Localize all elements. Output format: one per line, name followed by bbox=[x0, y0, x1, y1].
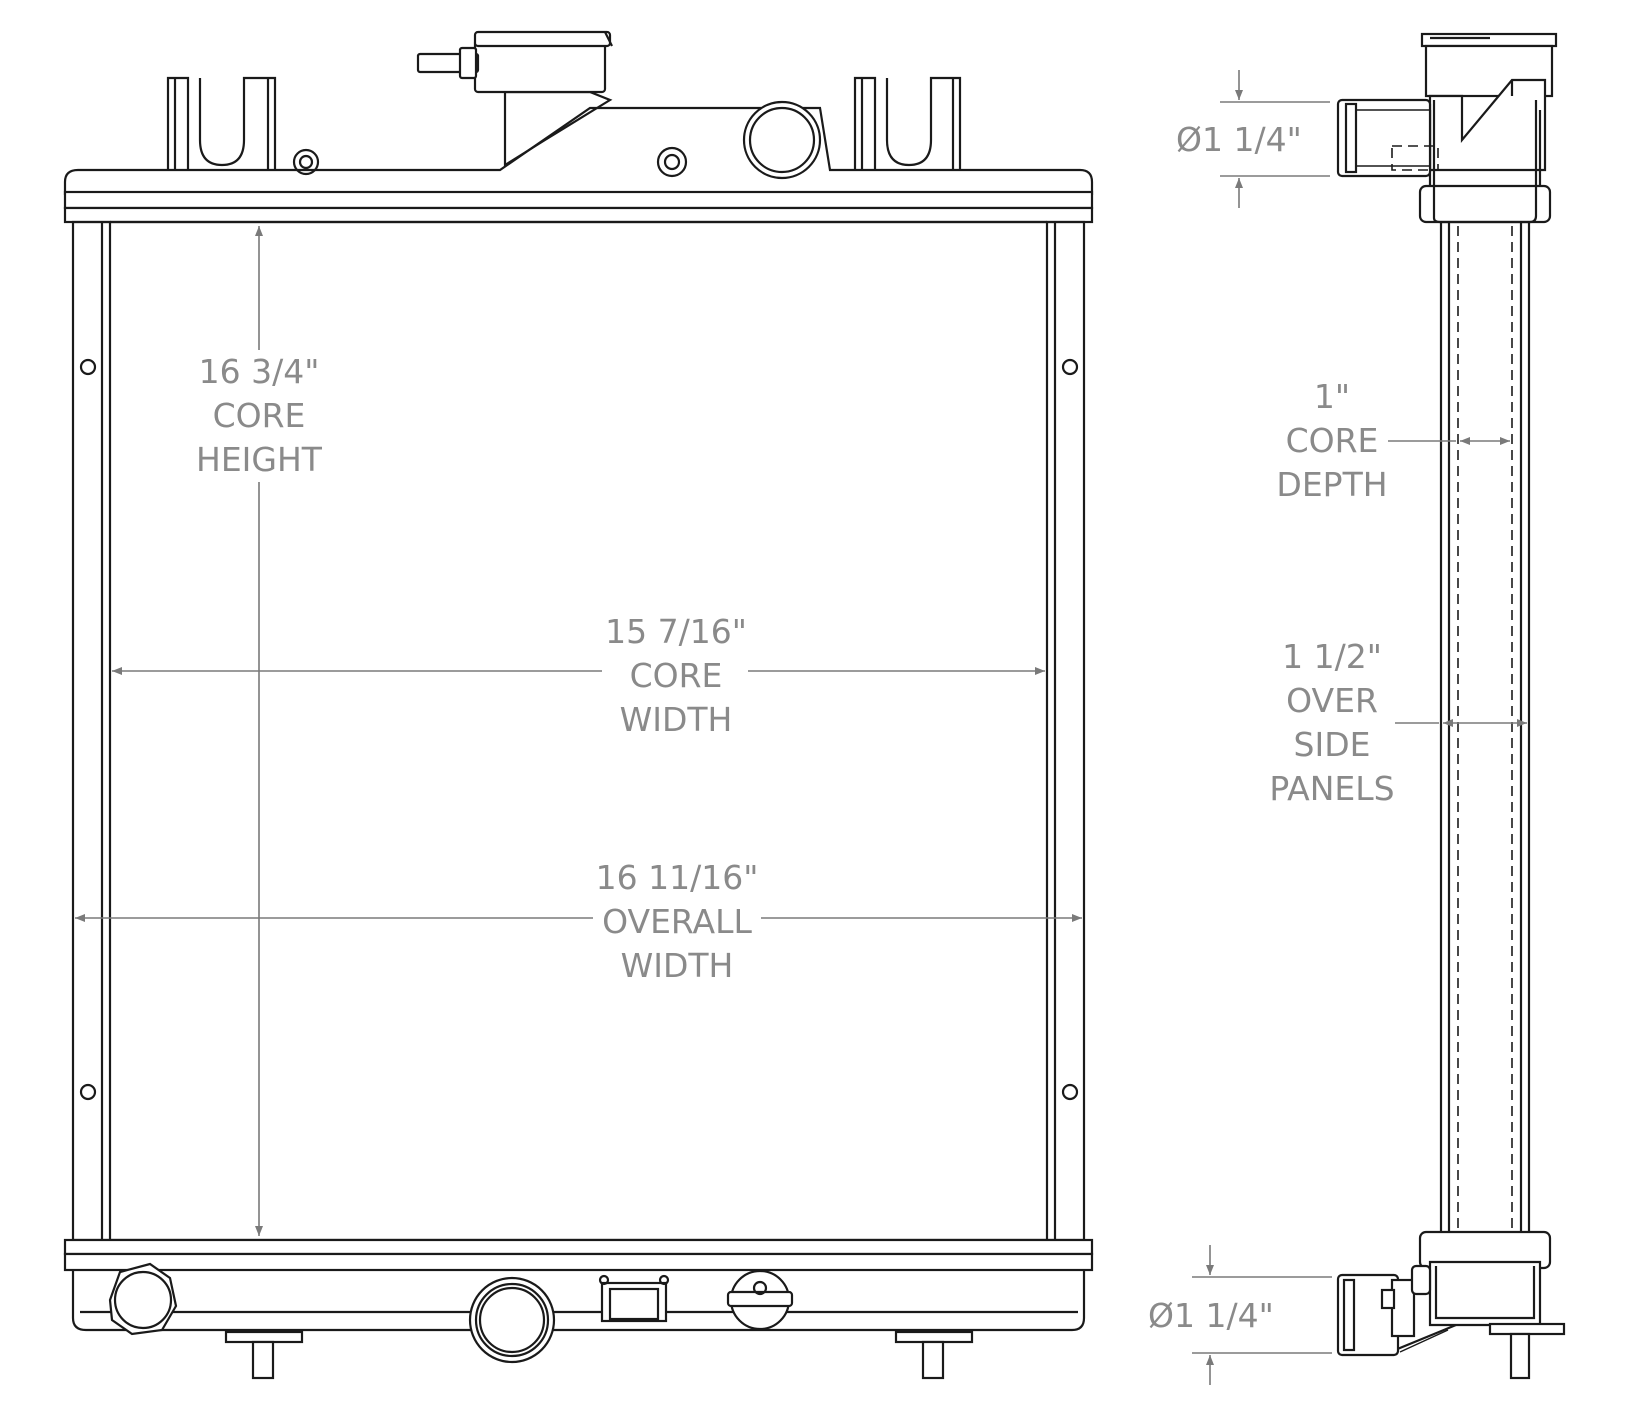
outlet-diameter-label: Ø1 1/4" bbox=[1148, 1296, 1274, 1335]
over-side-panels-label-line2: SIDE bbox=[1294, 725, 1371, 764]
core-depth-label-line2: DEPTH bbox=[1276, 465, 1387, 504]
filler-neck bbox=[416, 30, 613, 167]
top-bracket-left bbox=[166, 76, 277, 170]
top-tank-bolt-hole-center bbox=[656, 146, 688, 178]
core-width-label-line2: WIDTH bbox=[620, 700, 733, 739]
side-core bbox=[1439, 222, 1531, 1240]
drain-plug bbox=[108, 1262, 178, 1336]
side-panel-hole bbox=[79, 358, 97, 376]
side-bottom-tank bbox=[1394, 1230, 1552, 1353]
side-top-tank bbox=[1418, 78, 1552, 224]
top-inlet-pipe bbox=[742, 100, 822, 180]
side-mounting-pin bbox=[1488, 1322, 1566, 1380]
mounting-pin-right bbox=[894, 1330, 974, 1380]
core-depth-value: 1" bbox=[1314, 377, 1350, 416]
core-width-value: 15 7/16" bbox=[605, 612, 747, 651]
side-panel-hole bbox=[1061, 1083, 1079, 1101]
core-width-label-line1: CORE bbox=[630, 656, 723, 695]
side-inlet-pipe bbox=[1336, 98, 1439, 178]
overall-width-label-line1: OVERALL bbox=[602, 902, 752, 941]
dim-over-side-panels: 1 1/2" OVER SIDE PANELS bbox=[1269, 637, 1527, 808]
top-bracket-right bbox=[853, 76, 962, 170]
inlet-diameter-label: Ø1 1/4" bbox=[1176, 120, 1302, 159]
over-side-panels-value: 1 1/2" bbox=[1282, 637, 1382, 676]
dim-core-height: 16 3/4" CORE HEIGHT bbox=[190, 226, 328, 1236]
dim-outlet-diameter: Ø1 1/4" bbox=[1142, 1245, 1332, 1385]
dim-overall-width: 16 11/16" OVERALL WIDTH bbox=[75, 856, 1082, 988]
over-side-panels-label-line1: OVER bbox=[1286, 681, 1378, 720]
overall-width-label-line2: WIDTH bbox=[621, 946, 734, 985]
overall-width-value: 16 11/16" bbox=[596, 858, 759, 897]
top-tank-bolt-hole-left bbox=[292, 148, 320, 176]
core-height-label-line2: HEIGHT bbox=[196, 440, 323, 479]
sensor-port bbox=[598, 1274, 670, 1323]
dim-core-width: 15 7/16" CORE WIDTH bbox=[112, 610, 1045, 742]
front-view: 16 3/4" CORE HEIGHT 15 7/16" CORE WIDTH … bbox=[63, 30, 1094, 1380]
core-height-value: 16 3/4" bbox=[199, 352, 320, 391]
core-height-label-line1: CORE bbox=[213, 396, 306, 435]
side-view: Ø1 1/4" 1" CORE DEPTH 1 1/2" OVER SIDE P… bbox=[1142, 32, 1566, 1385]
side-panel-hole bbox=[1061, 358, 1079, 376]
over-side-panels-label-line3: PANELS bbox=[1269, 769, 1394, 808]
top-tank bbox=[63, 30, 1094, 224]
petcock bbox=[726, 1269, 794, 1331]
mounting-pin-left bbox=[224, 1330, 304, 1380]
core-depth-label-line1: CORE bbox=[1286, 421, 1379, 460]
side-outlet-pipe bbox=[1336, 1264, 1432, 1357]
bottom-tank bbox=[63, 1238, 1094, 1380]
dim-core-depth: 1" CORE DEPTH bbox=[1276, 377, 1510, 504]
side-panel-hole bbox=[79, 1083, 97, 1101]
dim-inlet-diameter: Ø1 1/4" bbox=[1170, 70, 1330, 208]
bottom-outlet-pipe bbox=[468, 1276, 556, 1364]
